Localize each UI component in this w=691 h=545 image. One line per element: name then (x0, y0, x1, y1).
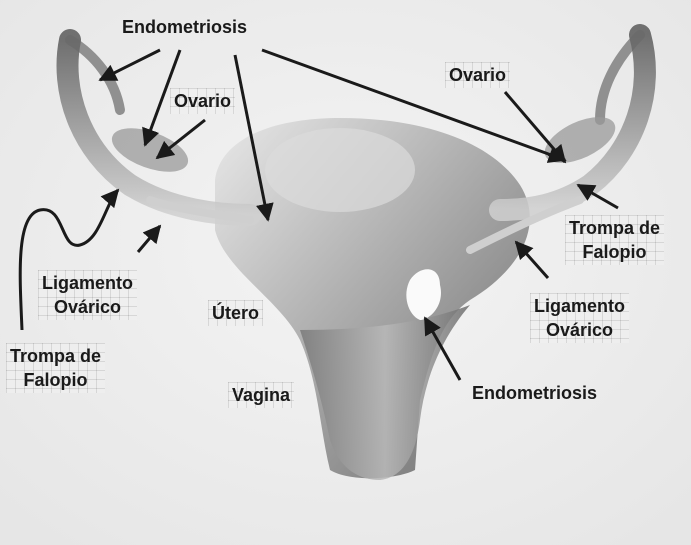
label-ovario-left: Ovario (170, 88, 235, 114)
label-vagina: Vagina (228, 382, 294, 408)
label-trompa-left: Trompa de Falopio (6, 343, 105, 393)
label-ligamento-left-line1: Ligamento (42, 271, 133, 295)
label-trompa-left-line2: Falopio (10, 368, 101, 392)
label-ligamento-right: Ligamento Ovárico (530, 293, 629, 343)
fundus-highlight (265, 128, 415, 212)
label-ligamento-left-line2: Ovárico (42, 295, 133, 319)
label-ovario-right: Ovario (445, 62, 510, 88)
label-trompa-right: Trompa de Falopio (565, 215, 664, 265)
label-endometriosis-top: Endometriosis (118, 14, 251, 40)
label-ligamento-left: Ligamento Ovárico (38, 270, 137, 320)
label-trompa-right-line1: Trompa de (569, 216, 660, 240)
label-endometriosis-bottom: Endometriosis (468, 380, 601, 406)
label-ligamento-right-line2: Ovárico (534, 318, 625, 342)
label-trompa-right-line2: Falopio (569, 240, 660, 264)
label-ligamento-right-line1: Ligamento (534, 294, 625, 318)
label-utero: Útero (208, 300, 263, 326)
label-trompa-left-line1: Trompa de (10, 344, 101, 368)
